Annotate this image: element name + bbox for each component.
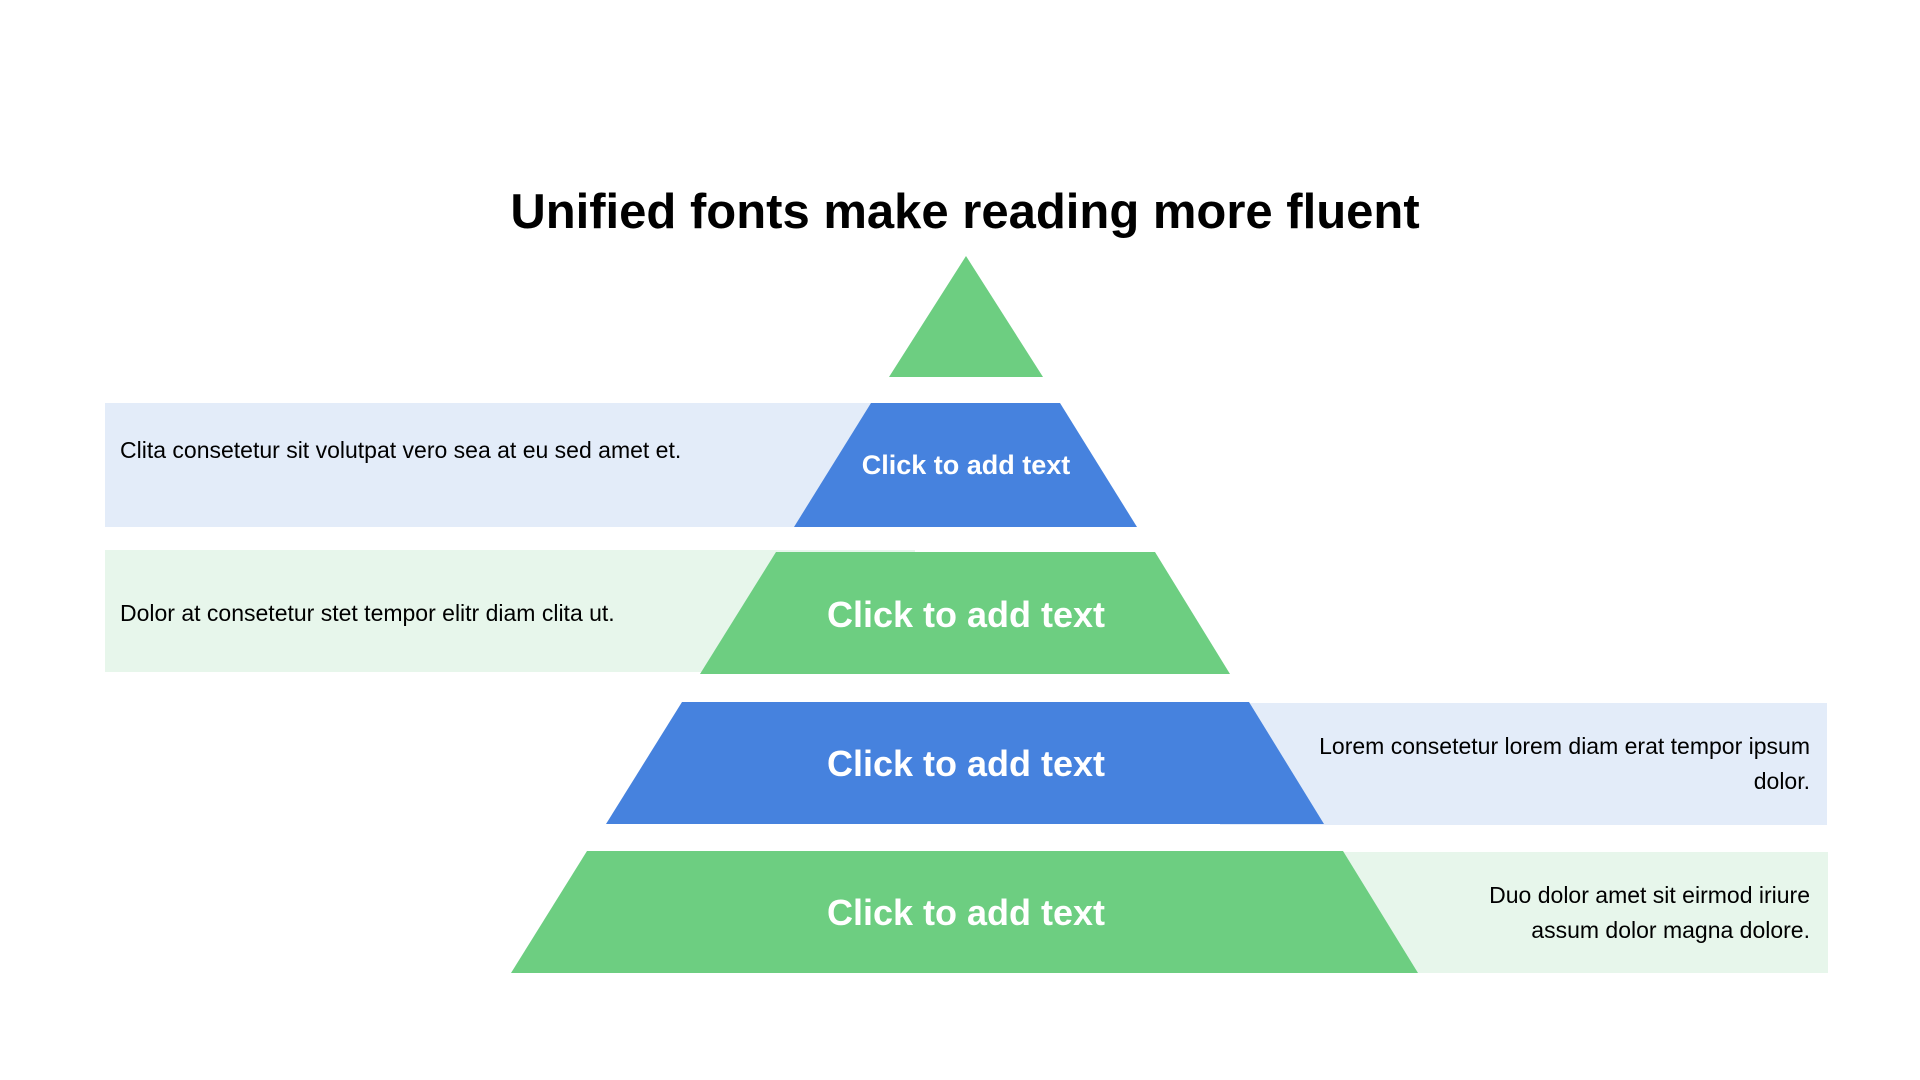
pyramid-level-2-label[interactable]: Click to add text: [861, 450, 1071, 480]
pyramid-level-1-shape[interactable]: [889, 256, 1043, 377]
pyramid-level-3-shape[interactable]: [700, 552, 1230, 674]
note-level-4[interactable]: Lorem consetetur lorem diam erat tempor …: [1319, 733, 1810, 794]
note-band-level-4: [1220, 703, 1827, 825]
pyramid-level-5-label[interactable]: Click to add text: [826, 892, 1106, 933]
note-level-2[interactable]: Clita consetetur sit volutpat vero sea a…: [120, 437, 682, 463]
pyramid-level-5-shape[interactable]: [511, 851, 1418, 973]
pyramid-level-4-label[interactable]: Click to add text: [826, 743, 1106, 784]
pyramid-level-2-shape[interactable]: [794, 403, 1137, 527]
pyramid-level-4-shape[interactable]: [606, 702, 1324, 824]
note-level-3[interactable]: Dolor at consetetur stet tempor elitr di…: [120, 600, 615, 626]
note-level-5[interactable]: Duo dolor amet sit eirmod iriure assum d…: [1489, 882, 1810, 943]
note-band-level-2: [105, 403, 885, 527]
pyramid-level-3-label[interactable]: Click to add text: [826, 594, 1106, 635]
slide-title: Unified fonts make reading more fluent: [510, 185, 1420, 239]
